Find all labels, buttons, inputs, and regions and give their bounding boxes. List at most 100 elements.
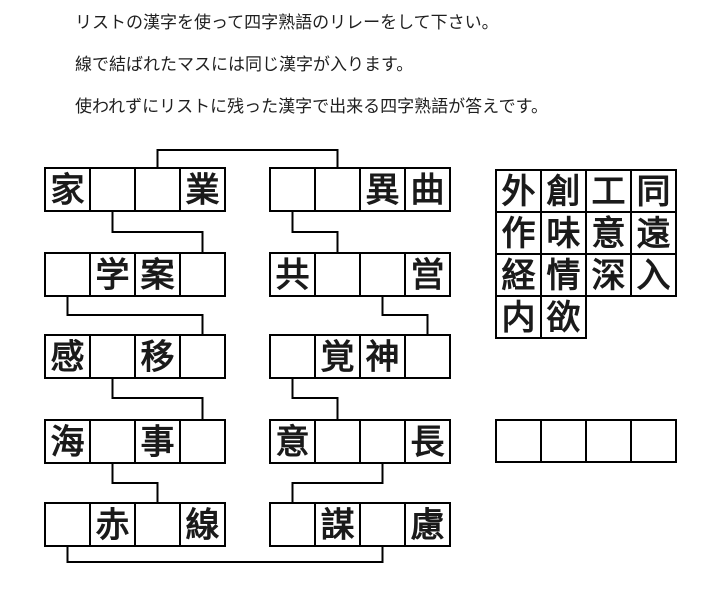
puzzle-row3-left-cell-4-empty[interactable] (179, 334, 226, 379)
list-row2-kanji: 作 (502, 215, 536, 253)
list-row2-kanji: 意 (592, 215, 626, 253)
puzzle-row2-left-cell-1-empty[interactable] (44, 252, 91, 297)
puzzle-row1-right-kanji: 曲 (411, 172, 445, 210)
puzzle-row2-right-cell-1-filled (269, 252, 316, 297)
puzzle-row4-right-cell-2-empty[interactable] (314, 419, 361, 464)
puzzle-row5-left-kanji: 線 (186, 507, 220, 545)
answer-cell-2-empty[interactable] (540, 419, 587, 463)
puzzle-row5-left-cell-1-empty[interactable] (44, 502, 91, 547)
puzzle-row5-left-cell-3-empty[interactable] (134, 502, 181, 547)
puzzle-row4-left-cell-2-empty[interactable] (89, 419, 136, 464)
connector-line-5 (381, 296, 429, 335)
puzzle-row5-left: 赤線 (44, 502, 226, 547)
puzzle-row2-right-kanji: 共 (276, 257, 310, 295)
list-row1-cell-2-filled (540, 169, 587, 213)
list-row1-kanji: 創 (547, 173, 581, 211)
puzzle-row2-right-kanji: 営 (411, 257, 445, 295)
list-row2-cell-4-filled (630, 211, 677, 255)
connector-line-8 (111, 463, 159, 503)
puzzle-row2-right-cell-4-filled (404, 252, 451, 297)
puzzle-row2-right-cell-3-empty[interactable] (359, 252, 406, 297)
list-row1-cell-1-filled (495, 169, 542, 213)
puzzle-row3-left: 感移 (44, 334, 226, 379)
list-row1-kanji: 工 (592, 173, 626, 211)
puzzle-row1-left-cell-3-empty[interactable] (134, 167, 181, 212)
puzzle-row3-right-kanji: 神 (366, 339, 400, 377)
puzzle-row4-right: 意長 (269, 419, 451, 464)
list-row2-cell-2-filled (540, 211, 587, 255)
puzzle-row3-left-cell-2-empty[interactable] (89, 334, 136, 379)
connector-line-7 (291, 378, 339, 420)
puzzle-row3-right-kanji: 覚 (321, 339, 355, 377)
answer-row (495, 419, 677, 463)
answer-cell-4-empty[interactable] (630, 419, 677, 463)
puzzle-row5-right-cell-1-empty[interactable] (269, 502, 316, 547)
puzzle-row4-left-cell-1-filled (44, 419, 91, 464)
puzzle-row1-right-cell-1-empty[interactable] (269, 167, 316, 212)
puzzle-row5-left-cell-4-filled (179, 502, 226, 547)
list-row2-kanji: 味 (547, 215, 581, 253)
puzzle-row4-right-kanji: 意 (276, 424, 310, 462)
list-row3-kanji: 情 (547, 257, 581, 295)
puzzle-row1-left-kanji: 業 (186, 172, 220, 210)
connector-line-3 (291, 211, 339, 253)
puzzle-row5-right-cell-2-filled (314, 502, 361, 547)
list-row3-kanji: 経 (502, 257, 537, 295)
puzzle-row1-right-kanji: 異 (366, 172, 400, 210)
puzzle-row1-left-kanji: 家 (51, 172, 85, 210)
puzzle-row4-left-kanji: 海 (51, 424, 85, 462)
puzzle-row3-right: 覚神 (269, 334, 451, 379)
puzzle-row1-left-cell-2-empty[interactable] (89, 167, 136, 212)
puzzle-row4-left: 海事 (44, 419, 226, 464)
list-row4-kanji: 内 (502, 299, 536, 337)
connector-line-10 (66, 546, 384, 563)
puzzle-row5-left-kanji: 赤 (96, 507, 130, 545)
puzzle-row5-right-cell-3-empty[interactable] (359, 502, 406, 547)
list-row3-cell-4-filled (630, 253, 677, 297)
list-row3-cell-2-filled (540, 253, 587, 297)
puzzle-row5-right-kanji: 謀 (321, 507, 355, 545)
puzzle-row5-right-kanji: 慮 (411, 507, 445, 545)
puzzle-row3-left-kanji: 感 (51, 339, 85, 377)
list-row2-kanji: 遠 (637, 215, 671, 253)
instruction-line-3: 使われずにリストに残った漢字で出来る四字熟語が答えです。 (75, 97, 548, 116)
list-row1-kanji: 外 (502, 173, 536, 211)
list-row3-kanji: 入 (637, 257, 671, 295)
puzzle-row1-left: 家業 (44, 167, 226, 212)
list-row4-cell-2-filled (540, 295, 587, 339)
puzzle-row4-right-kanji: 長 (411, 424, 446, 462)
puzzle-row2-left: 学案 (44, 252, 226, 297)
puzzle-row2-left-kanji: 案 (141, 257, 176, 295)
puzzle-row2-left-cell-2-filled (89, 252, 136, 297)
connector-line-1 (156, 149, 339, 168)
puzzle-row4-left-kanji: 事 (141, 424, 175, 462)
puzzle-row4-right-cell-3-empty[interactable] (359, 419, 406, 464)
puzzle-row4-right-cell-4-filled (404, 419, 451, 464)
puzzle-row3-right-cell-4-empty[interactable] (404, 334, 451, 379)
kanji-list: 外創工同作味意遠経情深入内欲 (495, 169, 677, 339)
puzzle-row3-right-cell-1-empty[interactable] (269, 334, 316, 379)
puzzle-row1-right: 異曲 (269, 167, 451, 212)
puzzle-row2-left-cell-4-empty[interactable] (179, 252, 226, 297)
list-row3-cell-1-filled (495, 253, 542, 297)
puzzle-row1-right-cell-2-empty[interactable] (314, 167, 361, 212)
puzzle-row3-right-cell-2-filled (314, 334, 361, 379)
connector-line-9 (291, 463, 384, 503)
puzzle-row1-right-cell-3-filled (359, 167, 406, 212)
puzzle-row4-left-cell-4-empty[interactable] (179, 419, 226, 464)
list-row1-kanji: 同 (637, 173, 671, 211)
puzzle-row2-right-cell-2-empty[interactable] (314, 252, 361, 297)
list-row3-kanji: 深 (592, 257, 626, 295)
puzzle-row1-left-cell-4-filled (179, 167, 226, 212)
connector-line-6 (111, 378, 204, 420)
answer-cell-3-empty[interactable] (585, 419, 632, 463)
puzzle-row2-left-kanji: 学 (96, 256, 130, 295)
puzzle-row2-right: 共営 (269, 252, 451, 297)
connector-line-4 (66, 296, 204, 335)
puzzle-row5-right: 謀慮 (269, 502, 451, 547)
puzzle-row1-right-cell-4-filled (404, 167, 451, 212)
instruction-line-1: リストの漢字を使って四字熟語のリレーをして下さい。 (75, 13, 499, 32)
answer-cell-1-empty[interactable] (495, 419, 542, 463)
